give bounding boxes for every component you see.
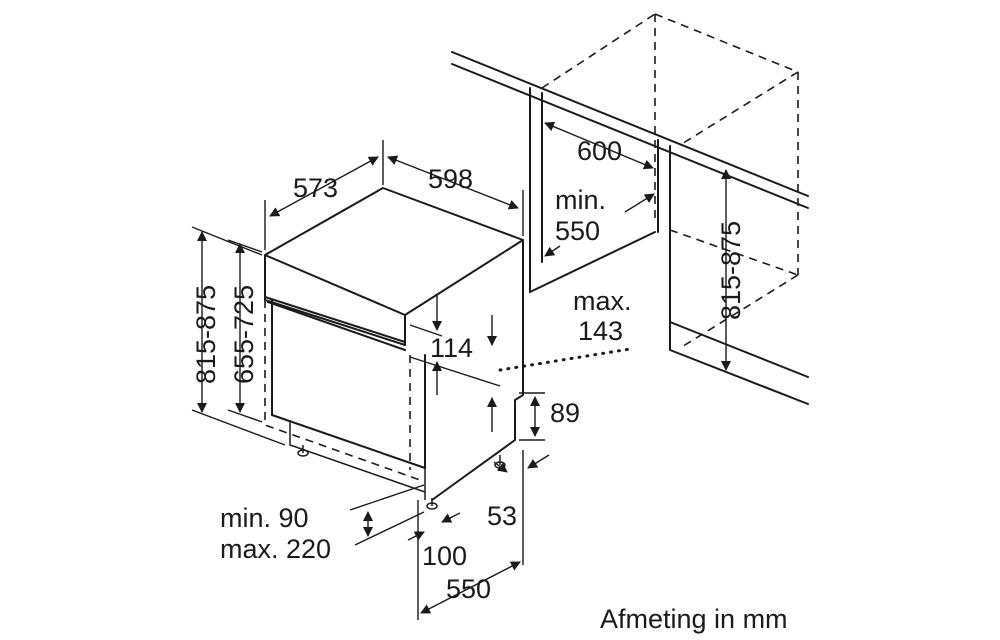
label-toe-height: 89	[550, 398, 580, 428]
label-appliance-depth: 573	[293, 173, 338, 203]
cabinet-niche	[451, 13, 809, 405]
dimension-lines	[191, 121, 731, 620]
dishwasher-body	[264, 187, 524, 510]
label-plinth-min: min. 90	[220, 503, 309, 533]
label-panel-max: max.	[573, 286, 632, 316]
label-cabinet-height: 815-875	[716, 221, 746, 320]
label-cabinet-width: 600	[577, 136, 622, 166]
label-foot-offset: 100	[422, 541, 467, 571]
label-cabinet-depth-value: 550	[555, 216, 600, 246]
label-cabinet-depth-min: min.	[555, 185, 606, 215]
label-plinth-depth: 53	[487, 501, 517, 531]
label-panel-height: 114	[430, 333, 473, 363]
caption: Afmeting in mm	[600, 604, 788, 634]
label-panel-max-value: 143	[578, 316, 623, 346]
label-bottom-depth: 550	[446, 574, 491, 604]
label-appliance-width: 598	[428, 164, 473, 194]
label-body-height: 655-725	[229, 285, 259, 384]
label-total-height: 815-875	[191, 285, 221, 384]
label-plinth-max: max. 220	[220, 534, 331, 564]
